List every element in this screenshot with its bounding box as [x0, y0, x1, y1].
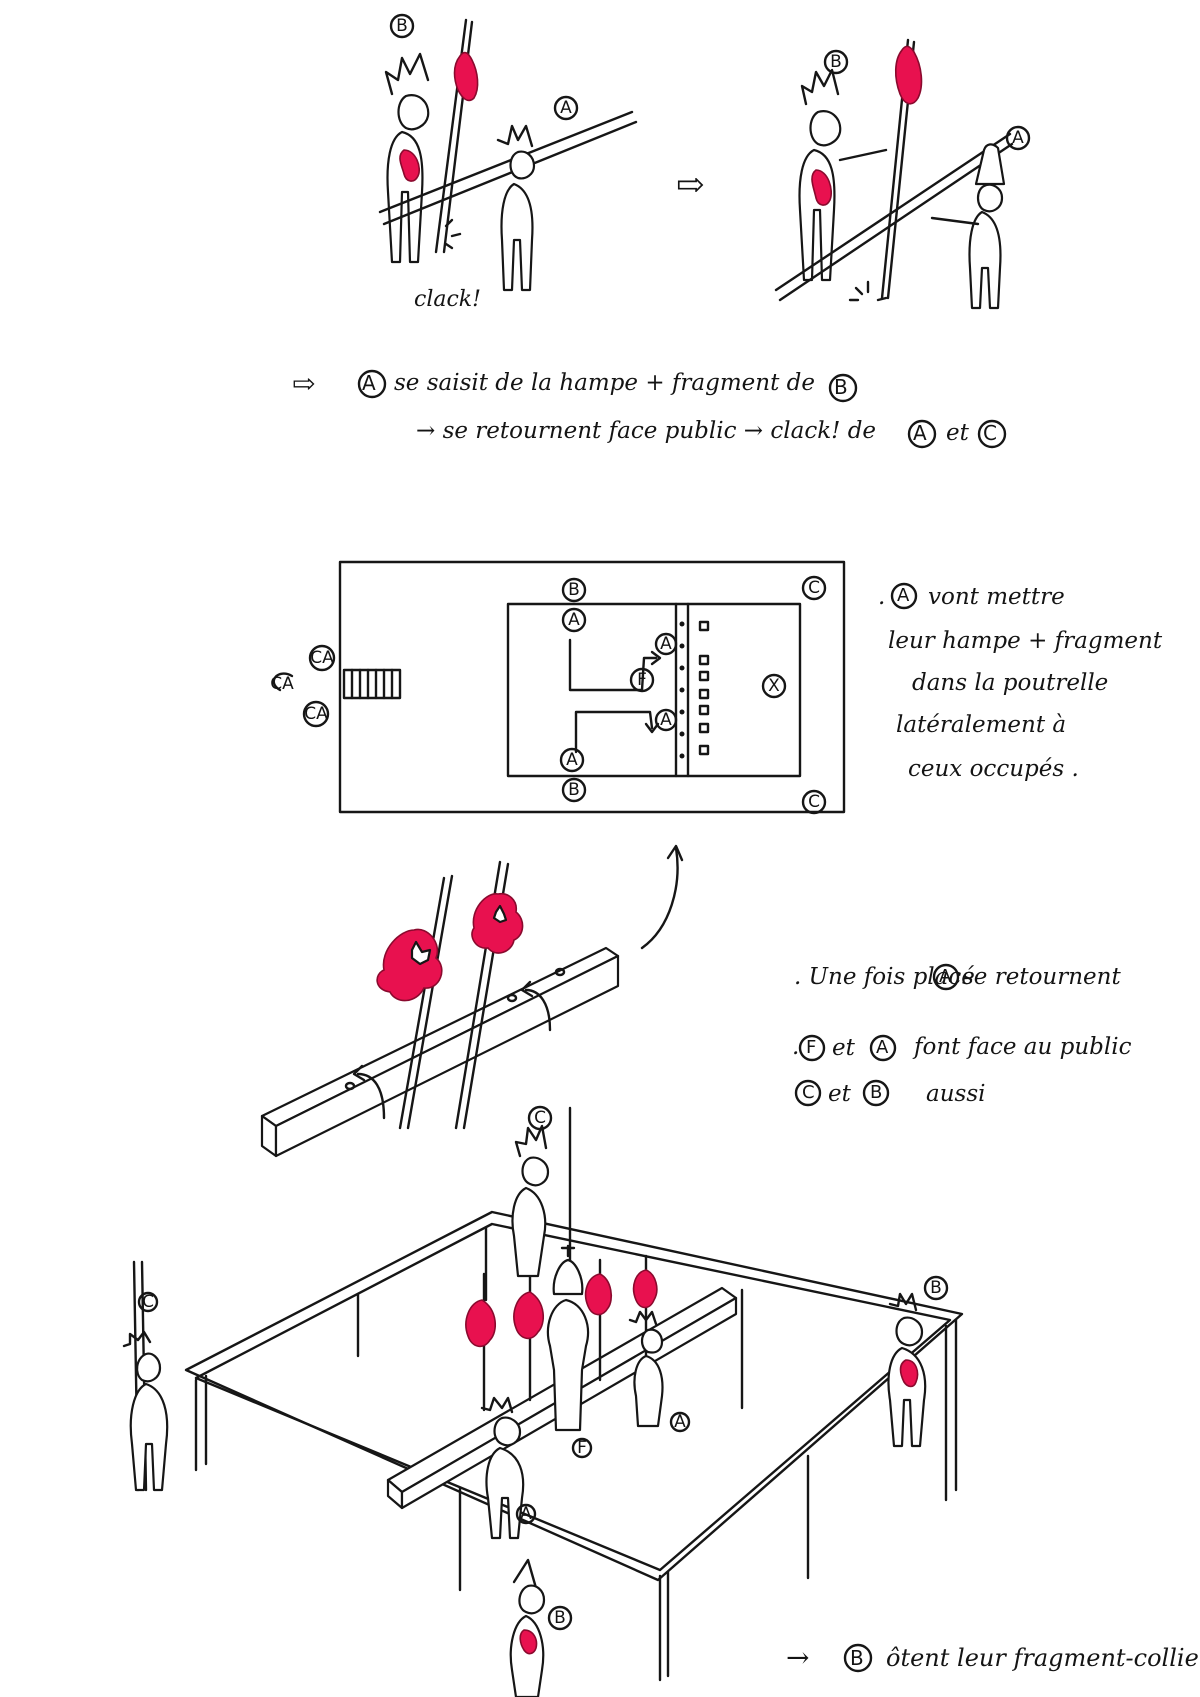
note1-line1: vont mettre — [928, 584, 1065, 610]
plan-label-a-1: A — [568, 610, 580, 630]
plan-label-a-2: A — [660, 634, 672, 654]
panel1-left: clack! B A — [378, 13, 638, 312]
note5-circle-b — [843, 1643, 873, 1673]
scene-label-c-left: C — [142, 1292, 154, 1312]
beam-with-flags — [260, 860, 620, 1158]
plan-label-f: F — [637, 670, 647, 690]
note4-circle-c — [794, 1079, 822, 1107]
plan-label-b-bottom: B — [568, 780, 580, 800]
caption1-c: C — [983, 421, 997, 445]
note4-et: et — [828, 1081, 851, 1107]
plan-label-b-top: B — [568, 580, 580, 600]
note5-tail: ôtent leur fragment-collier — [886, 1644, 1200, 1672]
stage-scene: C C B F A A B — [122, 1105, 964, 1697]
note3-circle-a — [869, 1034, 897, 1062]
scene-label-f: F — [577, 1438, 587, 1458]
beam-holes — [679, 621, 685, 759]
note3-f: F — [806, 1037, 817, 1058]
plan-label-ca-1: CA — [310, 648, 334, 668]
note3-et: et — [832, 1035, 855, 1061]
caption1-circle-a2 — [907, 419, 937, 449]
caption1-et: et — [946, 420, 969, 446]
scene-label-b-right: B — [930, 1278, 942, 1298]
note4-circle-b — [862, 1079, 890, 1107]
note1-circle — [890, 582, 918, 610]
note3-circle-f — [798, 1034, 826, 1062]
caption1-actor: A — [362, 371, 376, 395]
panel1-right: B A — [774, 38, 1031, 310]
plan-label-c-bottom: C — [808, 792, 820, 812]
note2-actor: A — [939, 966, 952, 987]
note5-arrow: → — [786, 1641, 810, 1674]
note1-line4: latéralement à — [896, 712, 1067, 738]
note1-actor: A — [897, 585, 910, 606]
caption1-circle-b — [828, 373, 858, 403]
note5-actor: B — [850, 1646, 864, 1670]
label-b-2: B — [830, 52, 842, 72]
label-a-1: A — [560, 98, 572, 118]
note3-dot: . — [792, 1034, 800, 1060]
note3-a: A — [876, 1037, 889, 1058]
note2-text: . Une fois placé — [794, 964, 975, 990]
note1-line3: dans la poutrelle — [912, 670, 1109, 696]
caption1-target: B — [834, 375, 848, 399]
scene-label-a-front: A — [520, 1504, 532, 1524]
plan-label-c-top: C — [808, 578, 820, 598]
curved-arrow — [640, 846, 679, 950]
floor-plan: B C A A F X A A B C CA CA CA — [270, 560, 846, 815]
note3-tail: font face au public — [914, 1034, 1132, 1060]
caption1-a2: A — [913, 421, 927, 445]
scene-label-b-bottom: B — [554, 1608, 566, 1628]
label-a-2: A — [1012, 128, 1024, 148]
note1-line5: ceux occupés . — [908, 756, 1079, 782]
public-squares — [698, 620, 710, 756]
note2-circle — [932, 963, 960, 991]
caption1-circle-a — [357, 369, 387, 399]
scene-label-c-back: C — [534, 1108, 546, 1128]
label-b-1: B — [396, 16, 408, 36]
caption1-circle-c — [977, 419, 1007, 449]
note2-tail: se retournent — [962, 964, 1121, 990]
plan-label-a-4: A — [566, 750, 578, 770]
caption1-line2: → se retournent face public → clack! de — [416, 418, 877, 444]
scene-label-a-right: A — [674, 1412, 686, 1432]
clack-label: clack! — [414, 287, 481, 312]
note4-c: C — [802, 1082, 815, 1103]
caption1-arrow: ⇨ — [292, 367, 316, 400]
note1-dot: . — [878, 584, 886, 610]
plan-label-x: X — [768, 676, 780, 696]
panel1-transition-arrow: ⇨ — [676, 165, 705, 205]
plan-label-ca-3: CA — [304, 704, 328, 724]
note4-tail: aussi — [926, 1081, 986, 1107]
note1-line2: leur hampe + fragment — [888, 628, 1163, 654]
plan-label-a-3: A — [660, 710, 672, 730]
caption1-line1: se saisit de la hampe + fragment de — [394, 370, 815, 396]
plan-label-ca-2: CA — [270, 674, 294, 694]
note4-b: B — [870, 1082, 883, 1103]
